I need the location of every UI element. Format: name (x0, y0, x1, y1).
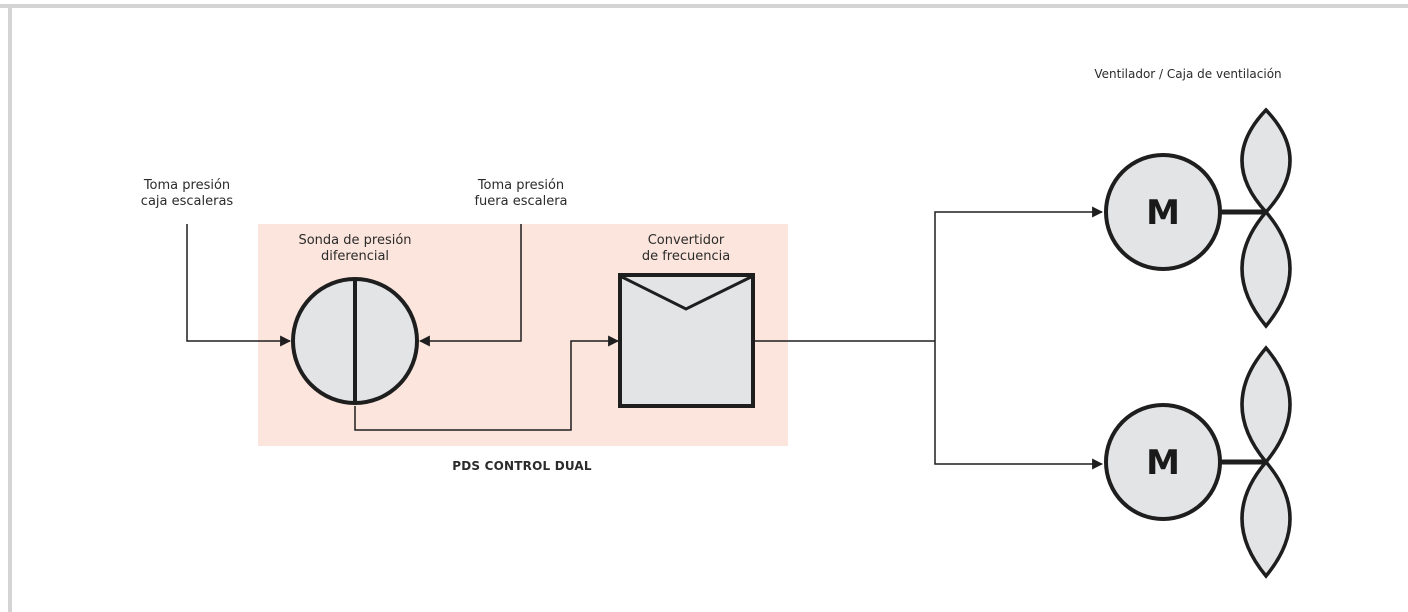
converter-label: Convertidor de frecuencia (616, 233, 756, 265)
fan-title-label: Ventilador / Caja de ventilación (1094, 67, 1282, 81)
line-tap-outside-to-sensor (418, 224, 522, 347)
fan-unit-bottom: M (1104, 345, 1292, 579)
tap-outside-label: Toma presión fuera escalera (451, 178, 591, 210)
frequency-converter (618, 273, 755, 408)
tap-inside-line1: Toma presión (143, 178, 231, 193)
motor-icon (1104, 403, 1222, 521)
converter-line2: de frecuencia (641, 249, 731, 264)
tap-outside-line2: fuera escalera (474, 194, 568, 209)
fan-blade-icon (1240, 345, 1292, 465)
motor-icon (1104, 153, 1222, 271)
tap-inside-label: Toma presión caja escaleras (117, 178, 257, 210)
sensor-line1: Sonda de presión (298, 233, 412, 248)
tap-inside-line2: caja escaleras (140, 194, 234, 209)
sensor-line2: diferencial (320, 249, 390, 264)
tap-outside-line1: Toma presión (477, 178, 565, 193)
fan-blade-icon (1240, 209, 1292, 329)
panel-caption: PDS CONTROL DUAL (452, 459, 592, 473)
line-to-fan-bottom (934, 341, 1104, 470)
fan-blade-icon (1240, 107, 1292, 215)
line-tap-inside-to-sensor (186, 224, 292, 347)
motor-letter: M (1146, 193, 1180, 233)
motor-letter: M (1146, 443, 1180, 483)
differential-pressure-sensor (291, 277, 419, 405)
sensor-label: Sonda de presión diferencial (275, 233, 435, 265)
line-sensor-to-converter (354, 335, 620, 431)
converter-line1: Convertidor (647, 233, 725, 248)
line-to-fan-top (934, 206, 1104, 341)
fan-unit-top: M (1104, 107, 1292, 329)
fan-blade-icon (1240, 459, 1292, 579)
